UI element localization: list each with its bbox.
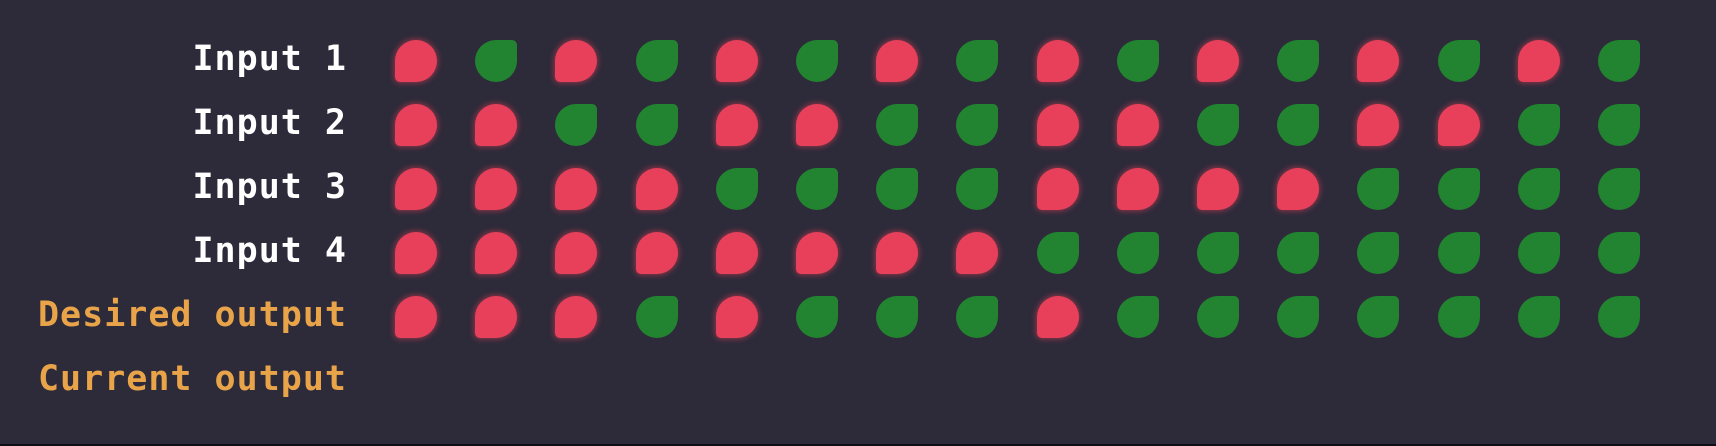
cell-off-leaf-icon[interactable] <box>1117 168 1159 210</box>
cell-on-leaf-icon[interactable] <box>956 296 998 338</box>
cell-off-leaf-icon[interactable] <box>796 232 838 274</box>
cell-on-leaf-icon[interactable] <box>956 40 998 82</box>
cell-on-leaf-icon[interactable] <box>636 296 678 338</box>
cell-on-leaf-icon[interactable] <box>1598 296 1640 338</box>
row-label-input-1: Input 1 <box>192 39 347 79</box>
cell-on-leaf-icon[interactable] <box>1438 232 1480 274</box>
cell-off-leaf-icon[interactable] <box>1037 104 1079 146</box>
cell-off-leaf-icon[interactable] <box>1357 40 1399 82</box>
cell-on-leaf-icon[interactable] <box>1357 296 1399 338</box>
row-input-4: Input 4 <box>0 218 1716 282</box>
cell-on-leaf-icon[interactable] <box>1438 168 1480 210</box>
cell-on-leaf-icon[interactable] <box>1357 168 1399 210</box>
cell-on-leaf-icon[interactable] <box>1598 40 1640 82</box>
cell-on-leaf-icon[interactable] <box>1197 296 1239 338</box>
cell-on-leaf-icon[interactable] <box>1277 40 1319 82</box>
cell-off-leaf-icon[interactable] <box>1197 40 1239 82</box>
cell-off-leaf-icon[interactable] <box>1277 168 1319 210</box>
row-label-desired-output: Desired output <box>37 295 347 335</box>
cell-on-leaf-icon[interactable] <box>1117 232 1159 274</box>
cell-off-leaf-icon[interactable] <box>716 40 758 82</box>
cell-off-leaf-icon[interactable] <box>636 232 678 274</box>
cell-off-leaf-icon[interactable] <box>475 296 517 338</box>
row-input-2: Input 2 <box>0 90 1716 154</box>
cell-off-leaf-icon[interactable] <box>956 232 998 274</box>
row-input-3: Input 3 <box>0 154 1716 218</box>
cell-on-leaf-icon[interactable] <box>876 168 918 210</box>
cell-off-leaf-icon[interactable] <box>395 40 437 82</box>
cell-off-leaf-icon[interactable] <box>555 232 597 274</box>
cell-on-leaf-icon[interactable] <box>1357 232 1399 274</box>
cell-on-leaf-icon[interactable] <box>1518 232 1560 274</box>
cell-on-leaf-icon[interactable] <box>1037 232 1079 274</box>
cell-off-leaf-icon[interactable] <box>1037 296 1079 338</box>
cell-on-leaf-icon[interactable] <box>876 296 918 338</box>
cell-off-leaf-icon[interactable] <box>555 168 597 210</box>
cell-on-leaf-icon[interactable] <box>1598 168 1640 210</box>
cell-on-leaf-icon[interactable] <box>1518 296 1560 338</box>
row-input-1: Input 1 <box>0 26 1716 90</box>
cell-off-leaf-icon[interactable] <box>395 168 437 210</box>
cell-on-leaf-icon[interactable] <box>796 168 838 210</box>
cell-on-leaf-icon[interactable] <box>1277 296 1319 338</box>
cell-on-leaf-icon[interactable] <box>956 104 998 146</box>
cell-off-leaf-icon[interactable] <box>1357 104 1399 146</box>
cell-on-leaf-icon[interactable] <box>1438 296 1480 338</box>
cell-off-leaf-icon[interactable] <box>395 296 437 338</box>
cell-off-leaf-icon[interactable] <box>475 232 517 274</box>
cell-on-leaf-icon[interactable] <box>636 40 678 82</box>
cell-on-leaf-icon[interactable] <box>1197 232 1239 274</box>
cell-on-leaf-icon[interactable] <box>1197 104 1239 146</box>
cell-off-leaf-icon[interactable] <box>716 104 758 146</box>
cell-off-leaf-icon[interactable] <box>1037 168 1079 210</box>
cell-off-leaf-icon[interactable] <box>1197 168 1239 210</box>
cell-on-leaf-icon[interactable] <box>1277 104 1319 146</box>
cell-off-leaf-icon[interactable] <box>1518 40 1560 82</box>
row-label-input-4: Input 4 <box>192 231 347 271</box>
cell-on-leaf-icon[interactable] <box>1518 168 1560 210</box>
cell-off-leaf-icon[interactable] <box>716 232 758 274</box>
cell-on-leaf-icon[interactable] <box>1598 232 1640 274</box>
cell-on-leaf-icon[interactable] <box>956 168 998 210</box>
cell-off-leaf-icon[interactable] <box>876 232 918 274</box>
row-desired-output: Desired output <box>0 282 1716 346</box>
cell-off-leaf-icon[interactable] <box>716 296 758 338</box>
cell-off-leaf-icon[interactable] <box>796 104 838 146</box>
cell-off-leaf-icon[interactable] <box>555 40 597 82</box>
cell-off-leaf-icon[interactable] <box>475 168 517 210</box>
cell-on-leaf-icon[interactable] <box>555 104 597 146</box>
cell-on-leaf-icon[interactable] <box>636 104 678 146</box>
row-label-current-output: Current output <box>37 359 347 399</box>
cell-on-leaf-icon[interactable] <box>1518 104 1560 146</box>
row-label-input-3: Input 3 <box>192 167 347 207</box>
row-label-input-2: Input 2 <box>192 103 347 143</box>
cell-on-leaf-icon[interactable] <box>1277 232 1319 274</box>
cell-off-leaf-icon[interactable] <box>555 296 597 338</box>
cell-off-leaf-icon[interactable] <box>1438 104 1480 146</box>
cell-on-leaf-icon[interactable] <box>475 40 517 82</box>
cell-off-leaf-icon[interactable] <box>475 104 517 146</box>
cell-on-leaf-icon[interactable] <box>1438 40 1480 82</box>
cell-off-leaf-icon[interactable] <box>395 104 437 146</box>
cell-on-leaf-icon[interactable] <box>1117 296 1159 338</box>
cell-off-leaf-icon[interactable] <box>1117 104 1159 146</box>
cell-on-leaf-icon[interactable] <box>796 40 838 82</box>
cell-off-leaf-icon[interactable] <box>395 232 437 274</box>
cell-on-leaf-icon[interactable] <box>796 296 838 338</box>
cell-on-leaf-icon[interactable] <box>716 168 758 210</box>
cell-on-leaf-icon[interactable] <box>1117 40 1159 82</box>
bottom-divider <box>0 444 1716 446</box>
row-current-output: Current output <box>0 346 1716 410</box>
cell-off-leaf-icon[interactable] <box>876 40 918 82</box>
cell-on-leaf-icon[interactable] <box>876 104 918 146</box>
cell-off-leaf-icon[interactable] <box>1037 40 1079 82</box>
cell-off-leaf-icon[interactable] <box>636 168 678 210</box>
cell-on-leaf-icon[interactable] <box>1598 104 1640 146</box>
